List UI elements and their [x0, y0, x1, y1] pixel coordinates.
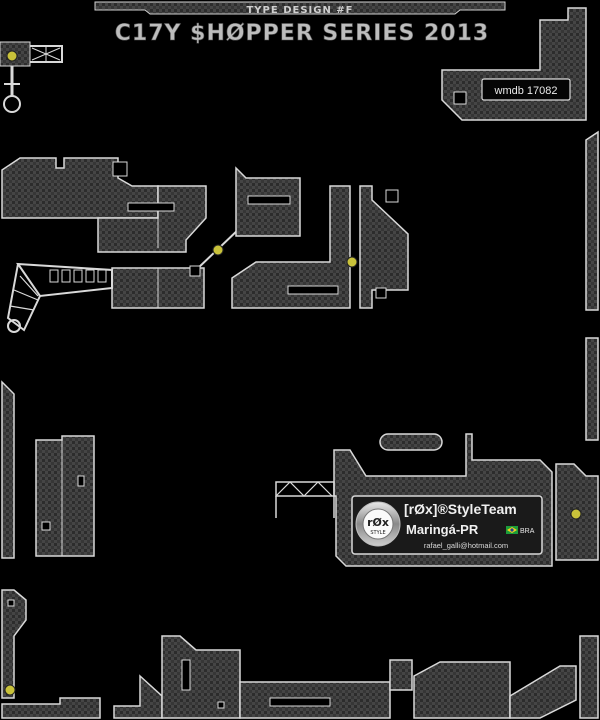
version-badge	[481, 78, 571, 101]
team-location: Maringá-PR	[406, 522, 479, 537]
team-logo-text: rØx	[367, 516, 389, 529]
brazil-flag-icon	[506, 526, 518, 534]
header-subtitle: TYPE DESIGN #F	[246, 5, 353, 16]
radiation-bolt-icon	[212, 244, 224, 256]
team-name: [rØx]®StyleTeam	[404, 501, 517, 517]
left-edge-pieces	[1, 380, 95, 559]
header-title: C17Y $HØPPER SERIES 2013	[115, 21, 489, 46]
team-email: rafael_galli@hotmail.com	[424, 541, 508, 550]
radiation-bolt-icon	[6, 50, 18, 62]
version-badge-label: wmdb 17082	[494, 85, 558, 97]
top-right-panel: wmdb 17082	[441, 7, 587, 121]
team-logo-subtext: STYLE	[370, 530, 385, 536]
main-window-pieces	[1, 157, 409, 333]
header: TYPE DESIGN #F C17Y $HØPPER SERIES 2013	[94, 1, 506, 46]
team-country: BRA	[520, 528, 535, 535]
right-edge-pieces	[555, 130, 599, 561]
radiation-bolt-icon	[4, 684, 16, 696]
radiation-bolt-icon	[570, 508, 582, 520]
team-logo: rØx STYLE	[355, 501, 401, 547]
radiation-bolt-icon	[346, 256, 358, 268]
bottom-pieces	[1, 589, 599, 719]
crane-ornament	[6, 262, 113, 333]
truss-bridge	[275, 481, 335, 518]
header-frame	[94, 1, 506, 15]
top-left-ornament	[0, 41, 63, 113]
credits-block: rØx STYLE [rØx]®StyleTeam Maringá-PR BRA…	[275, 433, 553, 567]
credits-panel	[351, 495, 543, 555]
